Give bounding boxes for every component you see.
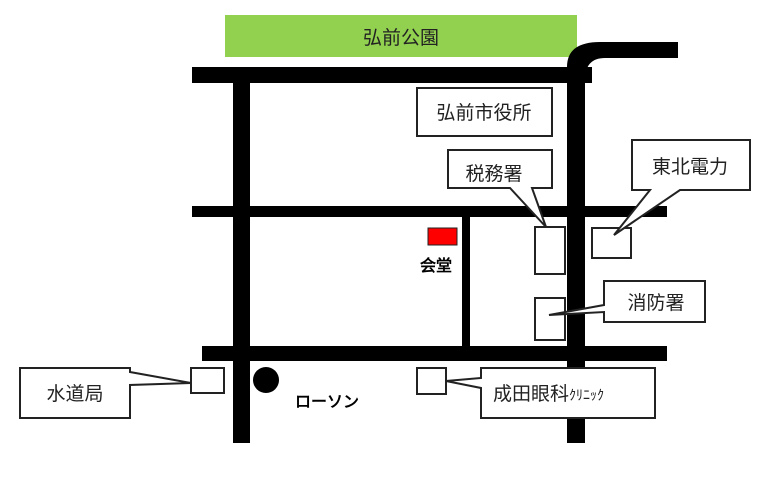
- tohoku-electric-label: 東北電力: [652, 156, 728, 178]
- city-hall-label: 弘前市役所: [436, 102, 531, 124]
- fire-station-callout: [548, 280, 706, 323]
- tohoku-electric-callout: [613, 139, 751, 236]
- clinic-building: [416, 367, 447, 395]
- lawson-label: ローソン: [295, 392, 359, 411]
- clinic-label: 成田眼科ｸﾘﾆｯｸ: [493, 383, 604, 405]
- waterworks-label: 水道局: [46, 383, 103, 405]
- road-bottom: [202, 346, 667, 361]
- lawson-marker: [253, 367, 279, 393]
- tohoku-electric-building: [591, 227, 632, 259]
- fire-station-building: [534, 297, 566, 341]
- clinic-suffix: ｸﾘﾆｯｸ: [569, 388, 604, 404]
- park-label: 弘前公園: [363, 27, 439, 49]
- clinic-callout: [445, 367, 656, 419]
- venue-marker: [427, 227, 458, 246]
- road-top-curve: [567, 42, 678, 83]
- city-hall-label-box: [416, 87, 553, 137]
- waterworks-callout: [19, 367, 192, 419]
- road-middle: [192, 206, 667, 217]
- roads: [192, 42, 678, 443]
- clinic-name: 成田眼科: [493, 383, 569, 405]
- road-small-vertical: [462, 216, 470, 348]
- waterworks-building: [190, 367, 225, 394]
- fire-station-label: 消防署: [627, 292, 684, 314]
- venue-label: 会堂: [420, 256, 452, 275]
- road-top: [192, 67, 592, 83]
- park-area: [225, 15, 577, 57]
- tax-office-building: [534, 226, 566, 275]
- tax-office-callout: [447, 149, 553, 228]
- tax-office-label: 税務署: [465, 163, 522, 185]
- road-left-vertical: [233, 67, 250, 443]
